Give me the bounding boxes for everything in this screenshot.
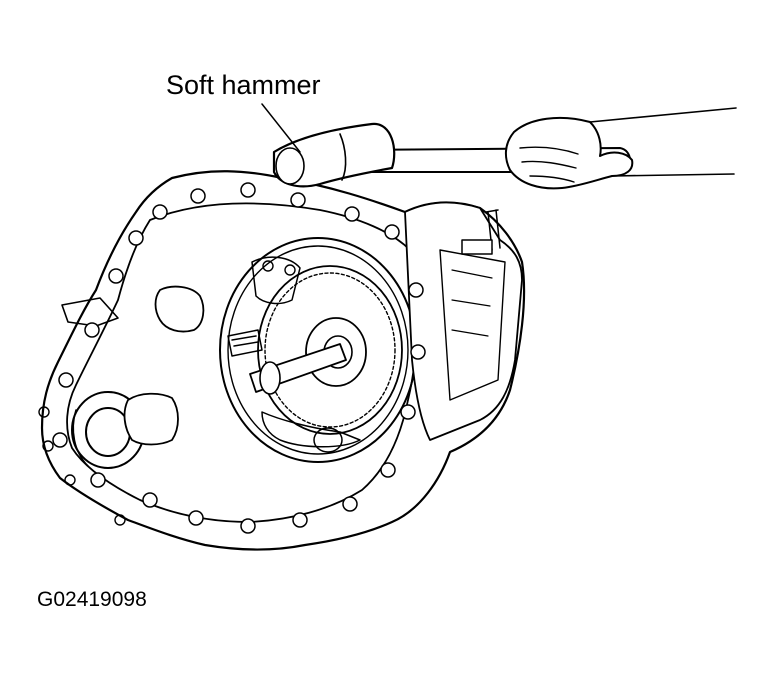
flange-bolt-bosses [53, 183, 425, 533]
lower-bracket [262, 412, 360, 447]
hammer-head-face [276, 148, 304, 184]
connector [462, 240, 492, 254]
upper-carrier [252, 257, 300, 303]
valve-body-panel [440, 250, 505, 400]
upper-stub [156, 287, 204, 332]
case-opening-inner [228, 246, 408, 454]
side-stub [125, 394, 178, 445]
ring-gear [258, 266, 402, 434]
lower-boss [314, 428, 342, 452]
pinion-gear [228, 330, 262, 356]
valve-body-rib [452, 270, 492, 336]
valve-body [405, 202, 522, 440]
ring-gear-root [265, 273, 395, 427]
finger-creases [520, 147, 578, 182]
hammer-collar [340, 134, 346, 180]
callout-label: Soft hammer [166, 70, 321, 100]
left-bracket [62, 298, 118, 326]
hand [506, 118, 632, 188]
callout-leader [262, 104, 300, 152]
carrier-bolt-1 [263, 261, 273, 271]
mounting-ear [39, 407, 125, 525]
bearing-boss-lip [73, 410, 88, 466]
figure-id: G02419098 [37, 588, 147, 611]
shaft-spline [260, 362, 280, 394]
carrier-bolt-2 [285, 265, 295, 275]
sleeve [590, 108, 736, 176]
